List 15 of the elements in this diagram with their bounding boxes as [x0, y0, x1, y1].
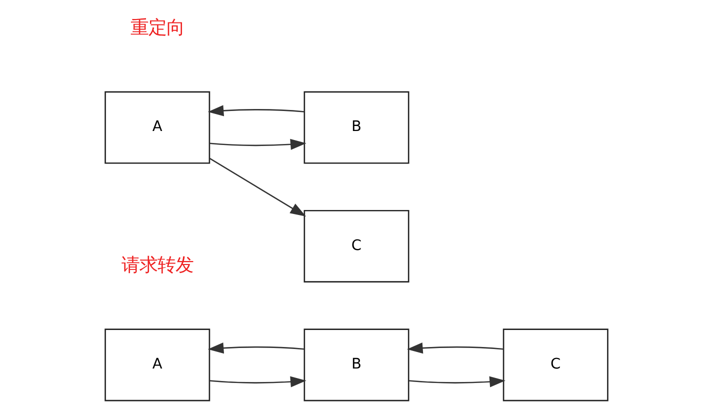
- label: 重定向: [130, 18, 184, 39]
- node-box: A: [104, 91, 210, 164]
- arrow: [209, 158, 306, 217]
- arrow: [210, 138, 306, 150]
- arrow: [408, 376, 506, 388]
- node-box: B: [304, 328, 410, 402]
- arrow: [208, 342, 304, 354]
- node-box: C: [304, 210, 410, 282]
- arrow: [210, 376, 306, 388]
- node-box: A: [104, 328, 210, 402]
- label: 请求转发: [121, 254, 194, 276]
- node-box: C: [502, 328, 608, 402]
- node-box: B: [304, 91, 410, 164]
- arrow: [208, 105, 304, 116]
- arrow: [406, 342, 504, 354]
